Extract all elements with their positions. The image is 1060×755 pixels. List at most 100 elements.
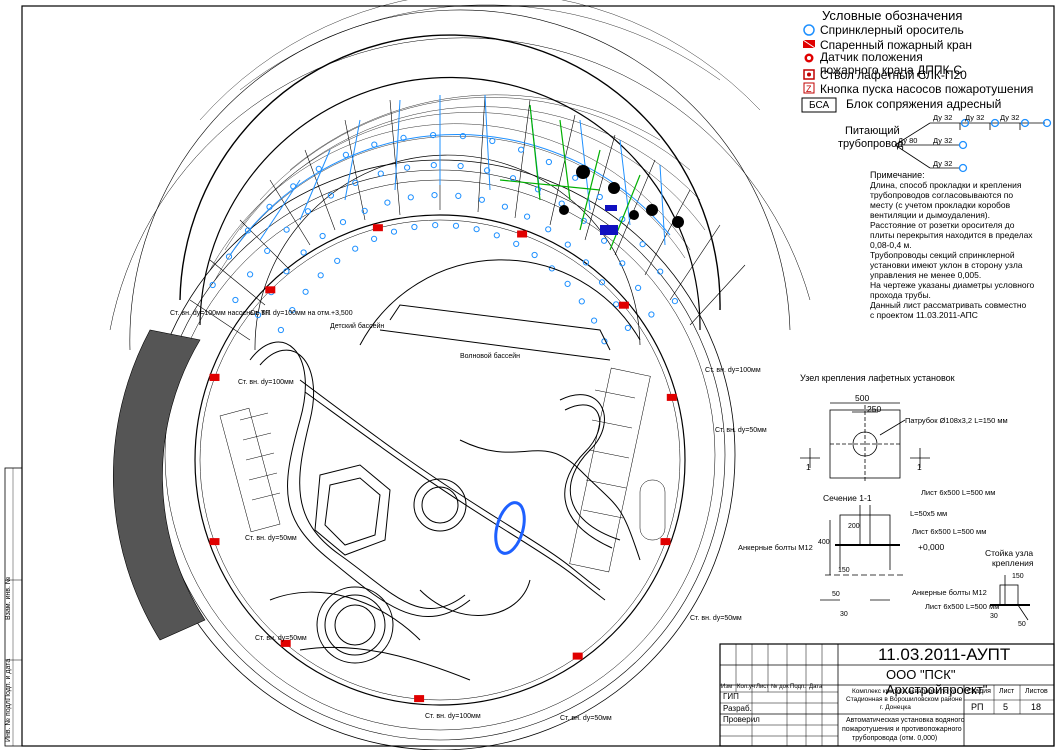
sprinkler-head (639, 241, 646, 248)
stand-dim-30: 30 (990, 613, 998, 620)
note-line: Расстояние от розетки оросителя до (870, 220, 1015, 230)
twin-hydrant-icon (802, 39, 816, 49)
sprinkler-head (431, 192, 438, 199)
sheet-title-2: пожаротушения и противопожарного (842, 726, 962, 733)
supply-branch-5: Ду 32 (933, 159, 953, 168)
supply-sprinklers (958, 118, 1052, 173)
sprinkler-heads (209, 132, 679, 345)
note-line: установки имеют уклон в сторону узла (870, 260, 1023, 270)
tb-header-date: Дата (809, 684, 823, 690)
sprinkler-head (404, 164, 411, 171)
note-line: Трубопроводы секций спринклерной (870, 250, 1015, 260)
section-sheet: Лист 6х500 L=500 мм (912, 527, 987, 536)
note-line: На чертеже указаны диаметры условного (870, 280, 1035, 290)
sprinkler-head (457, 162, 464, 170)
section-level: +0,000 (918, 542, 945, 552)
sprinkler-head (352, 245, 359, 252)
svg-text:Z: Z (806, 84, 812, 94)
title-block-grid (719, 643, 1055, 747)
sprinkler-head (400, 134, 407, 141)
sprinkler-head (432, 222, 439, 229)
note-line: с проектом 11.03.2011-АПС (870, 310, 978, 320)
sprinkler-head (247, 271, 254, 278)
supply-branch-4: Ду 32 (933, 136, 953, 145)
detail-pipe-label: Патрубок Ø108х3,2 L=150 мм (905, 416, 1008, 425)
side-stamp: Взам. инв. № Подп. и дата Инв. № подл. (4, 467, 23, 747)
supply-main-diameter: Ду 80 (898, 136, 918, 145)
fire-hydrant (280, 639, 291, 647)
project-line-2: Стадионная в Ворошиловском районе (846, 696, 963, 703)
fire-hydrant (660, 538, 671, 546)
project-line-3: г. Донецка (880, 704, 911, 711)
sprinkler-head (407, 194, 414, 201)
sprinkler-head (596, 193, 603, 201)
legend-item-valve-sensor: Датчик положения пожарного крана ДППК-С (820, 50, 963, 77)
sprinkler-head (283, 226, 290, 233)
sprinkler-head (619, 216, 626, 223)
sprinkler-head (377, 170, 384, 177)
sheet-value: 5 (1003, 702, 1009, 712)
sprinkler-head (484, 167, 491, 174)
role-checker: Проверил (723, 715, 760, 724)
sprinkler-head (501, 203, 508, 210)
stamp-substitute: Взам. инв. № (5, 577, 12, 620)
sprinkler-head (319, 232, 326, 240)
supply-label-2: трубопровод (838, 138, 904, 150)
sheet-header: Лист (999, 688, 1015, 695)
fire-hydrant (209, 538, 220, 546)
section-dim-200: 200 (848, 523, 860, 530)
sprinkler-head (478, 196, 485, 203)
sprinkler-head (361, 207, 368, 214)
hatched-wall (112, 329, 206, 641)
sprinkler-head (225, 253, 233, 260)
sheets-value: 18 (1031, 702, 1042, 712)
legend-item-sprinkler: Спринклерный ороситель (820, 23, 964, 37)
sprinkler-head (513, 240, 520, 247)
blue-items (600, 205, 618, 235)
section-dim-50: 50 (832, 591, 840, 598)
legend-item-monitor: Ствол лафетный СЛК-П20 (820, 68, 967, 82)
sprinkler-head (635, 284, 642, 291)
sprinkler-head (564, 280, 571, 287)
company-name: ООО "ПСК" Архстройпроект" (886, 667, 988, 697)
bsa-tag: БСА (809, 100, 830, 111)
sprinkler-head (545, 226, 552, 233)
legend-title: Условные обозначения (822, 8, 963, 23)
sprinkler-head (613, 301, 620, 308)
fire-hydrant (209, 373, 220, 381)
monitor-nozzle-icon (803, 69, 815, 80)
sprinkler-head (452, 222, 460, 229)
sprinkler-head (624, 324, 632, 331)
sprinkler-head (411, 223, 418, 231)
sprinkler-head (334, 257, 341, 264)
stamp-sign-date: Подп. и дата (5, 659, 12, 700)
note-line: прохода трубы. (870, 290, 931, 300)
sprinkler-head (473, 226, 480, 233)
label-riser-9: Ст. вн. dy=100мм на отм.+3,500 (250, 310, 353, 317)
tb-header-doc: № док (771, 684, 789, 690)
detail-mark-left: 1 (806, 462, 811, 472)
fire-hydrant (572, 652, 583, 660)
sprinkler-head (232, 296, 239, 304)
notes: Примечание: Длина, способ прокладки и кр… (870, 170, 1055, 320)
label-riser-2: Ст. вн. dy=100мм (238, 379, 294, 386)
sprinkler-head (459, 133, 466, 140)
legend-icons: Z (801, 24, 837, 113)
sprinkler-head (598, 279, 606, 286)
sprinkler-head (290, 183, 297, 190)
document-code: 11.03.2011-АУПТ (878, 645, 1011, 664)
stage-header: Стадия (967, 688, 991, 695)
note-line: 0,08-0,4 м. (870, 240, 912, 250)
sprinkler-head (304, 208, 311, 215)
supply-branch-2: Ду 32 (965, 113, 985, 122)
label-riser-5: Ст. вн. dy=50мм (255, 635, 307, 642)
sprinkler-head (209, 281, 216, 289)
stage-value: РП (971, 702, 984, 712)
section-anchor: Анкерные болты М12 (738, 543, 813, 552)
sprinkler-head (264, 247, 271, 254)
sprinkler-head (384, 199, 391, 206)
fire-hydrant (265, 286, 276, 294)
sprinkler-head (564, 241, 571, 248)
sprinkler-head (578, 298, 585, 305)
